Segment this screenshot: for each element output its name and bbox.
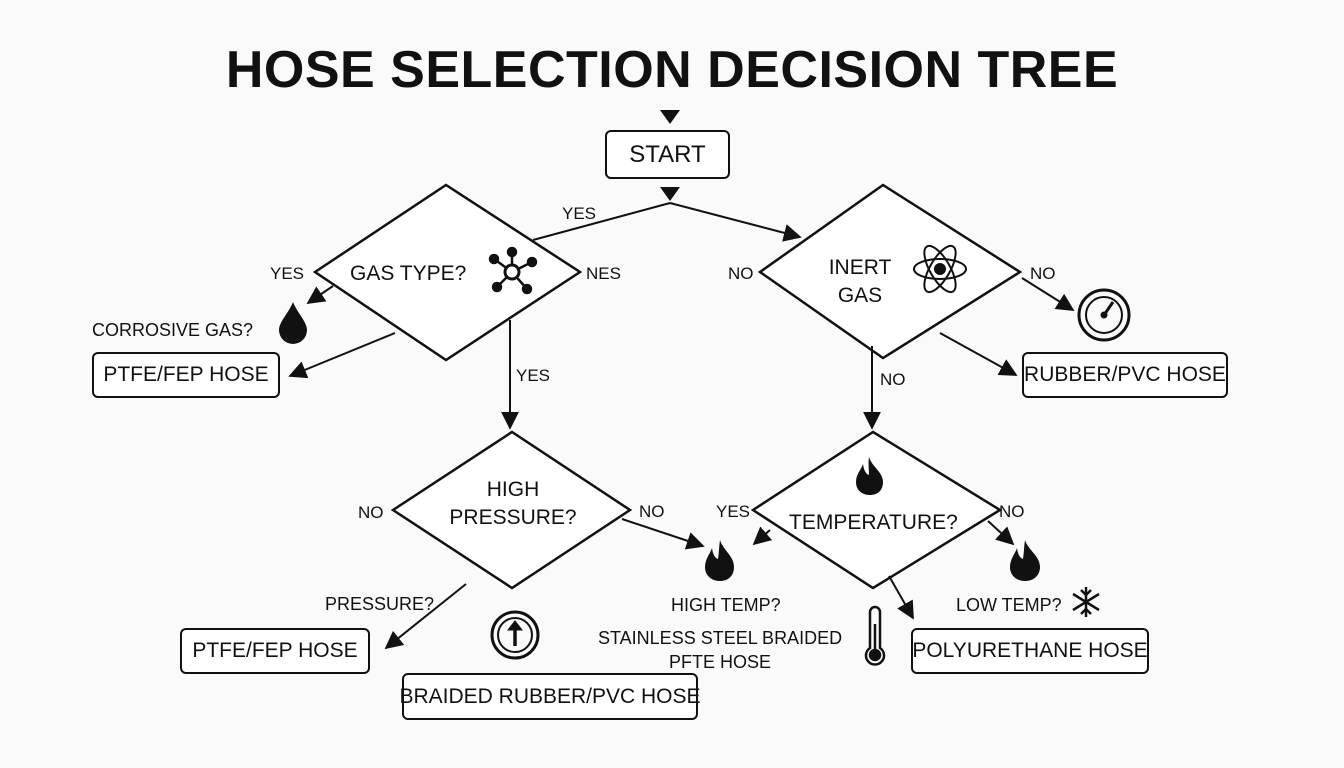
stainless-note-line2: PFTE HOSE: [668, 652, 771, 672]
edge-label-yes-gas-left: YES: [270, 264, 305, 283]
edge-gas-yes-left: [306, 285, 334, 305]
droplet-icon: [279, 302, 307, 344]
edge-pressure-to-hightemp: [621, 518, 705, 550]
edge-temp-yes-left: [752, 526, 773, 546]
temperature-diamond: [750, 430, 1003, 590]
page-title: HOSE SELECTION DECISION TREE: [225, 41, 1119, 99]
start-top-marker: [660, 110, 680, 124]
temperature-label: TEMPERATURE?: [789, 511, 958, 534]
start-node: START: [605, 130, 730, 179]
high-pressure-diamond: [390, 430, 633, 590]
gauge-icon: [1077, 288, 1131, 342]
edge-pressure-to-ptfe: [384, 583, 467, 650]
gas-type-label: GAS TYPE?: [350, 262, 467, 285]
stainless-note: STAINLESS STEEL BRAIDED PFTE HOSE: [598, 626, 842, 674]
edge-label-no-inert-left: NO: [728, 264, 754, 283]
low-temp-note: LOW TEMP?: [956, 595, 1062, 615]
edge-start-to-gas: [532, 202, 671, 241]
edge-label-no-inert-right: NO: [1030, 264, 1056, 283]
high-pressure-line1: HIGH: [486, 478, 540, 501]
edge-temp-to-polyurethane: [888, 575, 914, 620]
polyurethane-hose: POLYURETHANE HOSE: [911, 628, 1149, 674]
edge-label-no-temp-right: NO: [999, 502, 1025, 521]
molecule-icon: [488, 246, 538, 295]
inert-gas-label: INERT GAS: [822, 254, 898, 310]
ptfe-fep-hose-bottom: PTFE/FEP HOSE: [180, 628, 370, 674]
thermometer-icon: [864, 605, 886, 666]
pressure-up-icon: [490, 610, 540, 660]
flame-icon: [856, 457, 883, 495]
high-pressure-line2: PRESSURE?: [449, 506, 577, 529]
edge-label-no-pressure-left: NO: [358, 503, 384, 522]
snowflake-icon: [1072, 587, 1100, 617]
edge-label-yes-temp-left: YES: [716, 502, 751, 521]
flame-icon: [705, 540, 734, 581]
edge-label-no-pressure-right: NO: [639, 502, 665, 521]
high-temp-note: HIGH TEMP?: [671, 595, 781, 615]
rubber-pvc-hose: RUBBER/PVC HOSE: [1022, 352, 1228, 398]
edge-label-yes-gas-down: YES: [516, 366, 551, 385]
pressure-note: PRESSURE?: [325, 594, 435, 614]
gas-type-diamond: [312, 183, 583, 362]
inert-gas-line1: INERT: [828, 256, 892, 279]
flame-icon: [1010, 540, 1040, 581]
braided-rubber-pvc-hose: BRAIDED RUBBER/PVC HOSE: [399, 673, 701, 720]
edge-temp-no-right: [987, 520, 1015, 546]
atom-icon: [913, 244, 967, 294]
edge-inert-no-right: [1021, 277, 1075, 311]
edge-label-no-inert-down: NO: [880, 370, 906, 389]
edge-gas-to-ptfe: [288, 332, 396, 379]
edge-start-to-inert: [669, 202, 802, 242]
inert-gas-diamond: [757, 183, 1023, 360]
inert-gas-line2: GAS: [837, 284, 883, 307]
corrosive-gas-note: CORROSIVE GAS?: [92, 320, 254, 340]
edge-label-nes-gas-right: NES: [586, 264, 621, 283]
start-bottom-marker: [660, 187, 680, 201]
ptfe-fep-hose-top: PTFE/FEP HOSE: [92, 352, 280, 398]
edge-label-yes-start: YES: [562, 204, 597, 223]
edge-inert-to-rubber: [939, 332, 1018, 376]
high-pressure-label: HIGH PRESSURE?: [438, 476, 588, 532]
stainless-note-line1: STAINLESS STEEL BRAIDED: [598, 628, 843, 648]
